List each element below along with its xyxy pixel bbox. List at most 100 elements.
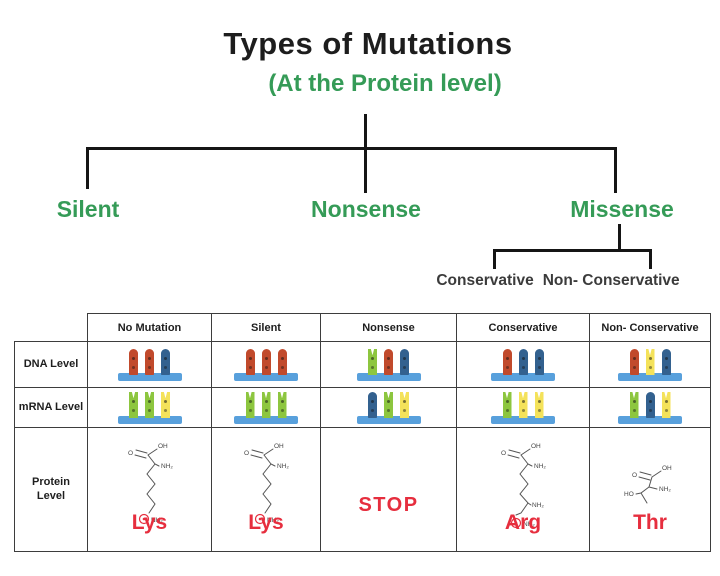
nucleotide-graphic: [618, 348, 682, 381]
tree-drop-missense: [614, 147, 617, 193]
drop-non-conservative: [649, 249, 652, 269]
svg-text:NH₂: NH₂: [161, 463, 173, 470]
dna-backbone-bar: [356, 373, 421, 381]
amino-acid-label: Lys: [248, 511, 284, 534]
svg-text:NH₂: NH₂: [277, 463, 289, 470]
sub-label-conservative: Conservative: [436, 272, 534, 289]
row-header-mrna: mRNA Level: [14, 388, 88, 428]
svg-text:NH₂: NH₂: [151, 517, 163, 524]
column-header-no-mutation: No Mutation: [88, 313, 212, 342]
red-nucleotide-bar: [145, 349, 154, 375]
green-nucleotide-bar: [368, 349, 377, 375]
sub-label-non-conservative: Non- Conservative: [542, 272, 680, 289]
row-header-dna: DNA Level: [14, 342, 88, 388]
dna-backbone-bar: [491, 416, 555, 424]
mrna-cell-1: [212, 388, 321, 428]
green-nucleotide-bar: [245, 392, 255, 418]
page-title: Types of Mutations: [223, 26, 513, 61]
svg-text:OH: OH: [531, 443, 541, 450]
svg-text:OH: OH: [662, 465, 672, 472]
table-corner-blank: [14, 313, 88, 342]
nucleotide-graphic: [491, 391, 555, 424]
tree-horizontal-line: [86, 147, 617, 150]
red-nucleotide-bar: [502, 349, 512, 375]
svg-text:NH₂: NH₂: [534, 463, 546, 470]
svg-text:HO: HO: [624, 491, 634, 498]
svg-text:NH₂: NH₂: [659, 486, 671, 493]
nucleotide-graphic: [618, 391, 682, 424]
yellow-nucleotide-bar: [661, 392, 671, 418]
nucleotide-graphic: [117, 391, 182, 424]
nucleotide-graphic: [356, 391, 421, 424]
blue-nucleotide-bar: [161, 349, 170, 375]
column-header-nonsense: Nonsense: [321, 313, 457, 342]
nucleotide-graphic: [234, 391, 298, 424]
branch-label-missense: Missense: [570, 196, 674, 222]
red-nucleotide-bar: [245, 349, 255, 375]
dna-backbone-bar: [491, 373, 555, 381]
dna-backbone-bar: [618, 416, 682, 424]
blue-nucleotide-bar: [518, 349, 528, 375]
mrna-cell-0: [88, 388, 212, 428]
nucleotide-graphic: [234, 348, 298, 381]
tree-drop-nonsense: [364, 147, 367, 193]
branch-label-nonsense: Nonsense: [311, 196, 421, 222]
blue-nucleotide-bar: [368, 392, 377, 418]
svg-text:OH: OH: [158, 443, 168, 450]
dna-cell-0: [88, 342, 212, 388]
column-header-silent: Silent: [212, 313, 321, 342]
green-nucleotide-bar: [629, 392, 639, 418]
red-nucleotide-bar: [277, 349, 287, 375]
blue-nucleotide-bar: [661, 349, 671, 375]
yellow-nucleotide-bar: [400, 392, 409, 418]
amino-acid-label: Thr: [633, 511, 667, 534]
red-nucleotide-bar: [129, 349, 138, 375]
branch-label-silent: Silent: [56, 196, 120, 222]
mrna-cell-4: [590, 388, 711, 428]
protein-cell-2: STOP: [321, 428, 457, 552]
nucleotide-graphic: [356, 348, 421, 381]
missense-stem-line: [618, 224, 621, 251]
svg-text:OH: OH: [274, 443, 284, 450]
green-nucleotide-bar: [129, 392, 138, 418]
yellow-nucleotide-bar: [518, 392, 528, 418]
dna-backbone-bar: [117, 416, 182, 424]
dna-backbone-bar: [234, 416, 298, 424]
svg-text:O: O: [244, 450, 249, 457]
dna-cell-1: [212, 342, 321, 388]
svg-text:O: O: [128, 450, 133, 457]
green-nucleotide-bar: [277, 392, 287, 418]
page-subtitle: (At the Protein level): [268, 70, 502, 97]
svg-text:NH₂: NH₂: [267, 517, 279, 524]
lysine-structure: OH O NH₂ NH₂: [244, 443, 289, 525]
blue-nucleotide-bar: [400, 349, 409, 375]
green-nucleotide-bar: [261, 392, 271, 418]
dna-cell-3: [457, 342, 590, 388]
dna-backbone-bar: [234, 373, 298, 381]
mrna-cell-3: [457, 388, 590, 428]
amino-acid-label: Arg: [504, 511, 542, 534]
drop-conservative: [493, 249, 496, 269]
amino-acid-label: STOP: [358, 494, 419, 516]
dna-backbone-bar: [356, 416, 421, 424]
missense-horizontal-line: [493, 249, 652, 252]
yellow-nucleotide-bar: [645, 349, 655, 375]
red-nucleotide-bar: [629, 349, 639, 375]
mrna-cell-2: [321, 388, 457, 428]
nucleotide-graphic: [117, 348, 182, 381]
svg-text:NH₂: NH₂: [523, 521, 535, 528]
green-nucleotide-bar: [384, 392, 393, 418]
column-header-conservative: Conservative: [457, 313, 590, 342]
tree-root-line: [364, 114, 367, 150]
dna-cell-4: [590, 342, 711, 388]
blue-nucleotide-bar: [645, 392, 655, 418]
amino-acid-label: Lys: [131, 511, 168, 534]
